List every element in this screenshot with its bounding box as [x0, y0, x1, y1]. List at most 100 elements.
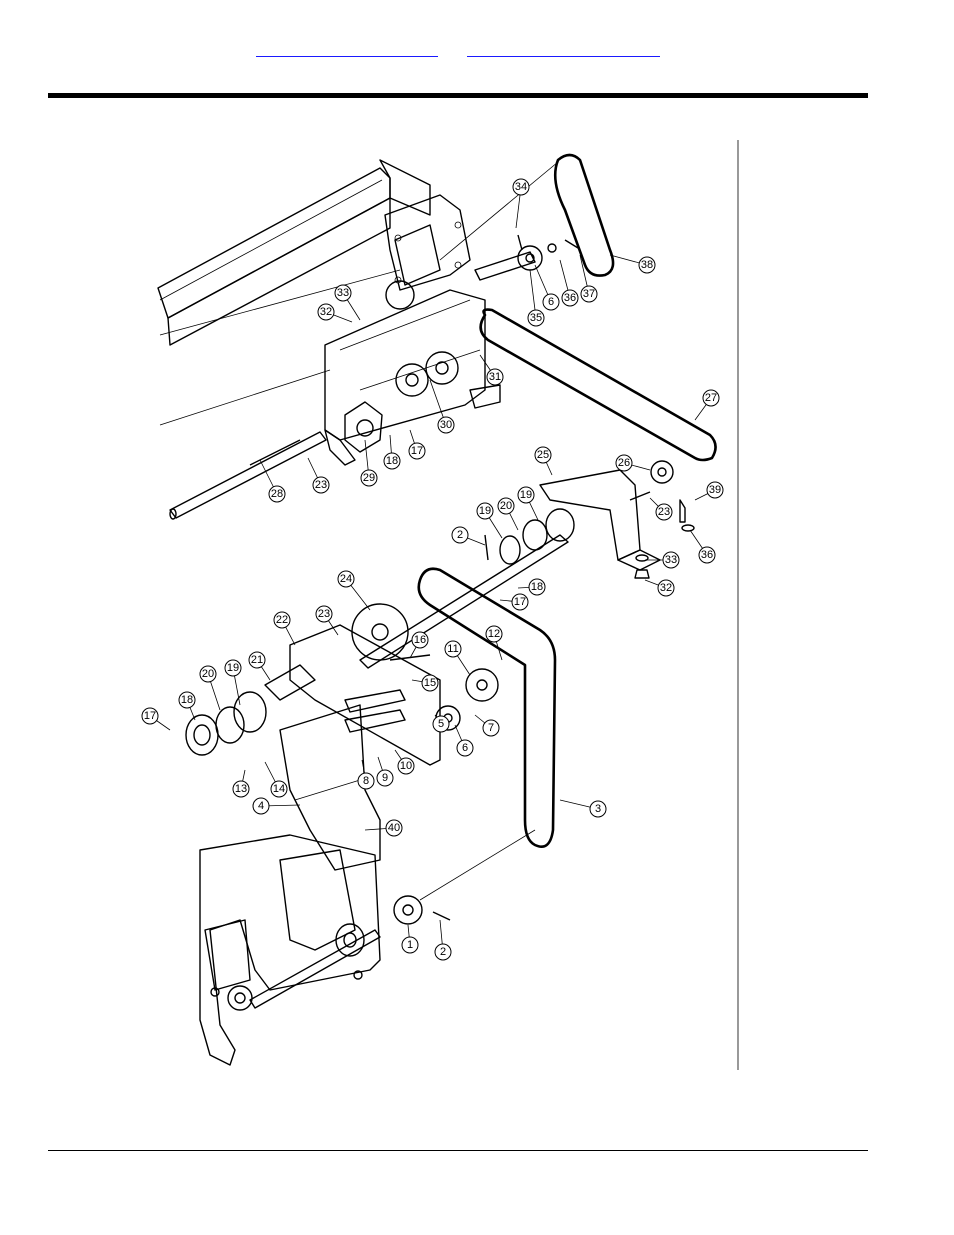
callout-27: 27 — [702, 389, 720, 407]
callout-label: 6 — [462, 742, 468, 754]
callout-label: 27 — [705, 392, 717, 404]
callout-6: 6 — [542, 293, 560, 311]
callout-30: 30 — [437, 416, 455, 434]
callout-label: 32 — [660, 582, 672, 594]
callout-label: 23 — [658, 506, 670, 518]
callout-20: 20 — [199, 665, 217, 683]
callout-label: 29 — [363, 472, 375, 484]
callout-15: 15 — [421, 674, 439, 692]
callout-10: 10 — [397, 757, 415, 775]
side-frame — [279, 704, 381, 871]
callout-label: 33 — [665, 554, 677, 566]
callout-label: 26 — [618, 457, 630, 469]
callout-label: 23 — [315, 479, 327, 491]
callout-label: 35 — [530, 312, 542, 324]
callout-label: 19 — [479, 505, 491, 517]
callout-label: 38 — [641, 259, 653, 271]
callout-17: 17 — [408, 442, 426, 460]
callout-label: 24 — [340, 573, 352, 585]
callout-label: 3 — [595, 803, 601, 815]
callout-label: 11 — [447, 643, 458, 655]
callout-25: 25 — [534, 446, 552, 464]
callout-22: 22 — [273, 611, 291, 629]
callout-38: 38 — [638, 256, 656, 274]
callout-label: 2 — [457, 529, 463, 541]
callout-label: 2 — [440, 946, 446, 958]
callout-35: 35 — [527, 309, 545, 327]
header-link-1[interactable] — [256, 44, 438, 57]
callout-label: 33 — [337, 287, 349, 299]
countershaft — [359, 508, 575, 669]
drive-bracket — [159, 289, 501, 466]
bearing-plate — [344, 401, 383, 453]
callout-label: 37 — [583, 288, 595, 300]
callout-label: 18 — [181, 694, 193, 706]
callout-label: 12 — [488, 628, 500, 640]
callout-label: 30 — [440, 419, 452, 431]
callout-label: 22 — [276, 614, 288, 626]
callout-label: 18 — [386, 455, 398, 467]
callout-3: 3 — [589, 800, 607, 818]
callout-32: 32 — [657, 579, 675, 597]
callout-18: 18 — [178, 691, 196, 709]
callout-label: 17 — [411, 445, 423, 457]
callout-label: 36 — [564, 292, 576, 304]
callout-label: 8 — [363, 775, 369, 787]
callout-4: 4 — [252, 797, 270, 815]
callout-label: 1 — [407, 939, 413, 951]
callout-31: 31 — [486, 368, 504, 386]
callout-21: 21 — [248, 651, 266, 669]
callout-1: 1 — [401, 936, 419, 954]
callout-label: 34 — [515, 181, 527, 193]
callout-8: 8 — [357, 772, 375, 790]
callout-label: 40 — [388, 822, 400, 834]
callout-33: 33 — [334, 284, 352, 302]
callout-label: 20 — [500, 500, 512, 512]
callout-6: 6 — [456, 739, 474, 757]
drive-shaft — [169, 431, 327, 520]
callout-label: 5 — [438, 718, 444, 730]
input-sprocket — [393, 829, 536, 925]
callout-23: 23 — [315, 605, 333, 623]
top-rule — [48, 93, 868, 98]
callout-23: 23 — [655, 503, 673, 521]
callout-29: 29 — [360, 469, 378, 487]
callout-2: 2 — [451, 526, 469, 544]
chain-middle — [479, 308, 717, 462]
callout-13: 13 — [232, 780, 250, 798]
callout-label: 28 — [271, 488, 283, 500]
callout-16: 16 — [411, 631, 429, 649]
callout-11: 11 — [444, 640, 462, 658]
main-frame-tube — [157, 159, 471, 346]
header-link-2[interactable] — [467, 44, 660, 57]
callout-label: 15 — [424, 677, 436, 689]
chain-lower — [417, 567, 557, 848]
callout-label: 17 — [144, 710, 156, 722]
callout-label: 18 — [531, 581, 543, 593]
callout-label: 23 — [318, 608, 330, 620]
mounting-plate — [264, 624, 441, 766]
callout-34: 34 — [512, 178, 530, 196]
callout-label: 20 — [202, 668, 214, 680]
callout-7: 7 — [482, 719, 500, 737]
idler-arm — [474, 234, 579, 281]
callout-39: 39 — [706, 481, 724, 499]
callout-label: 6 — [548, 296, 554, 308]
callout-label: 9 — [382, 772, 388, 784]
callout-32: 32 — [317, 303, 335, 321]
callout-18: 18 — [383, 452, 401, 470]
callout-26: 26 — [615, 454, 633, 472]
bearing-assembly-lower — [185, 691, 267, 756]
sprocket-pair — [385, 280, 459, 397]
callout-label: 39 — [709, 484, 721, 496]
callout-label: 4 — [258, 800, 264, 812]
callout-19: 19 — [517, 486, 535, 504]
callout-label: 13 — [235, 783, 247, 795]
callout-label: 32 — [320, 306, 332, 318]
bottom-rule — [48, 1150, 868, 1151]
callout-label: 36 — [701, 549, 713, 561]
callout-label: 21 — [251, 654, 263, 666]
base-housing — [199, 834, 381, 1066]
